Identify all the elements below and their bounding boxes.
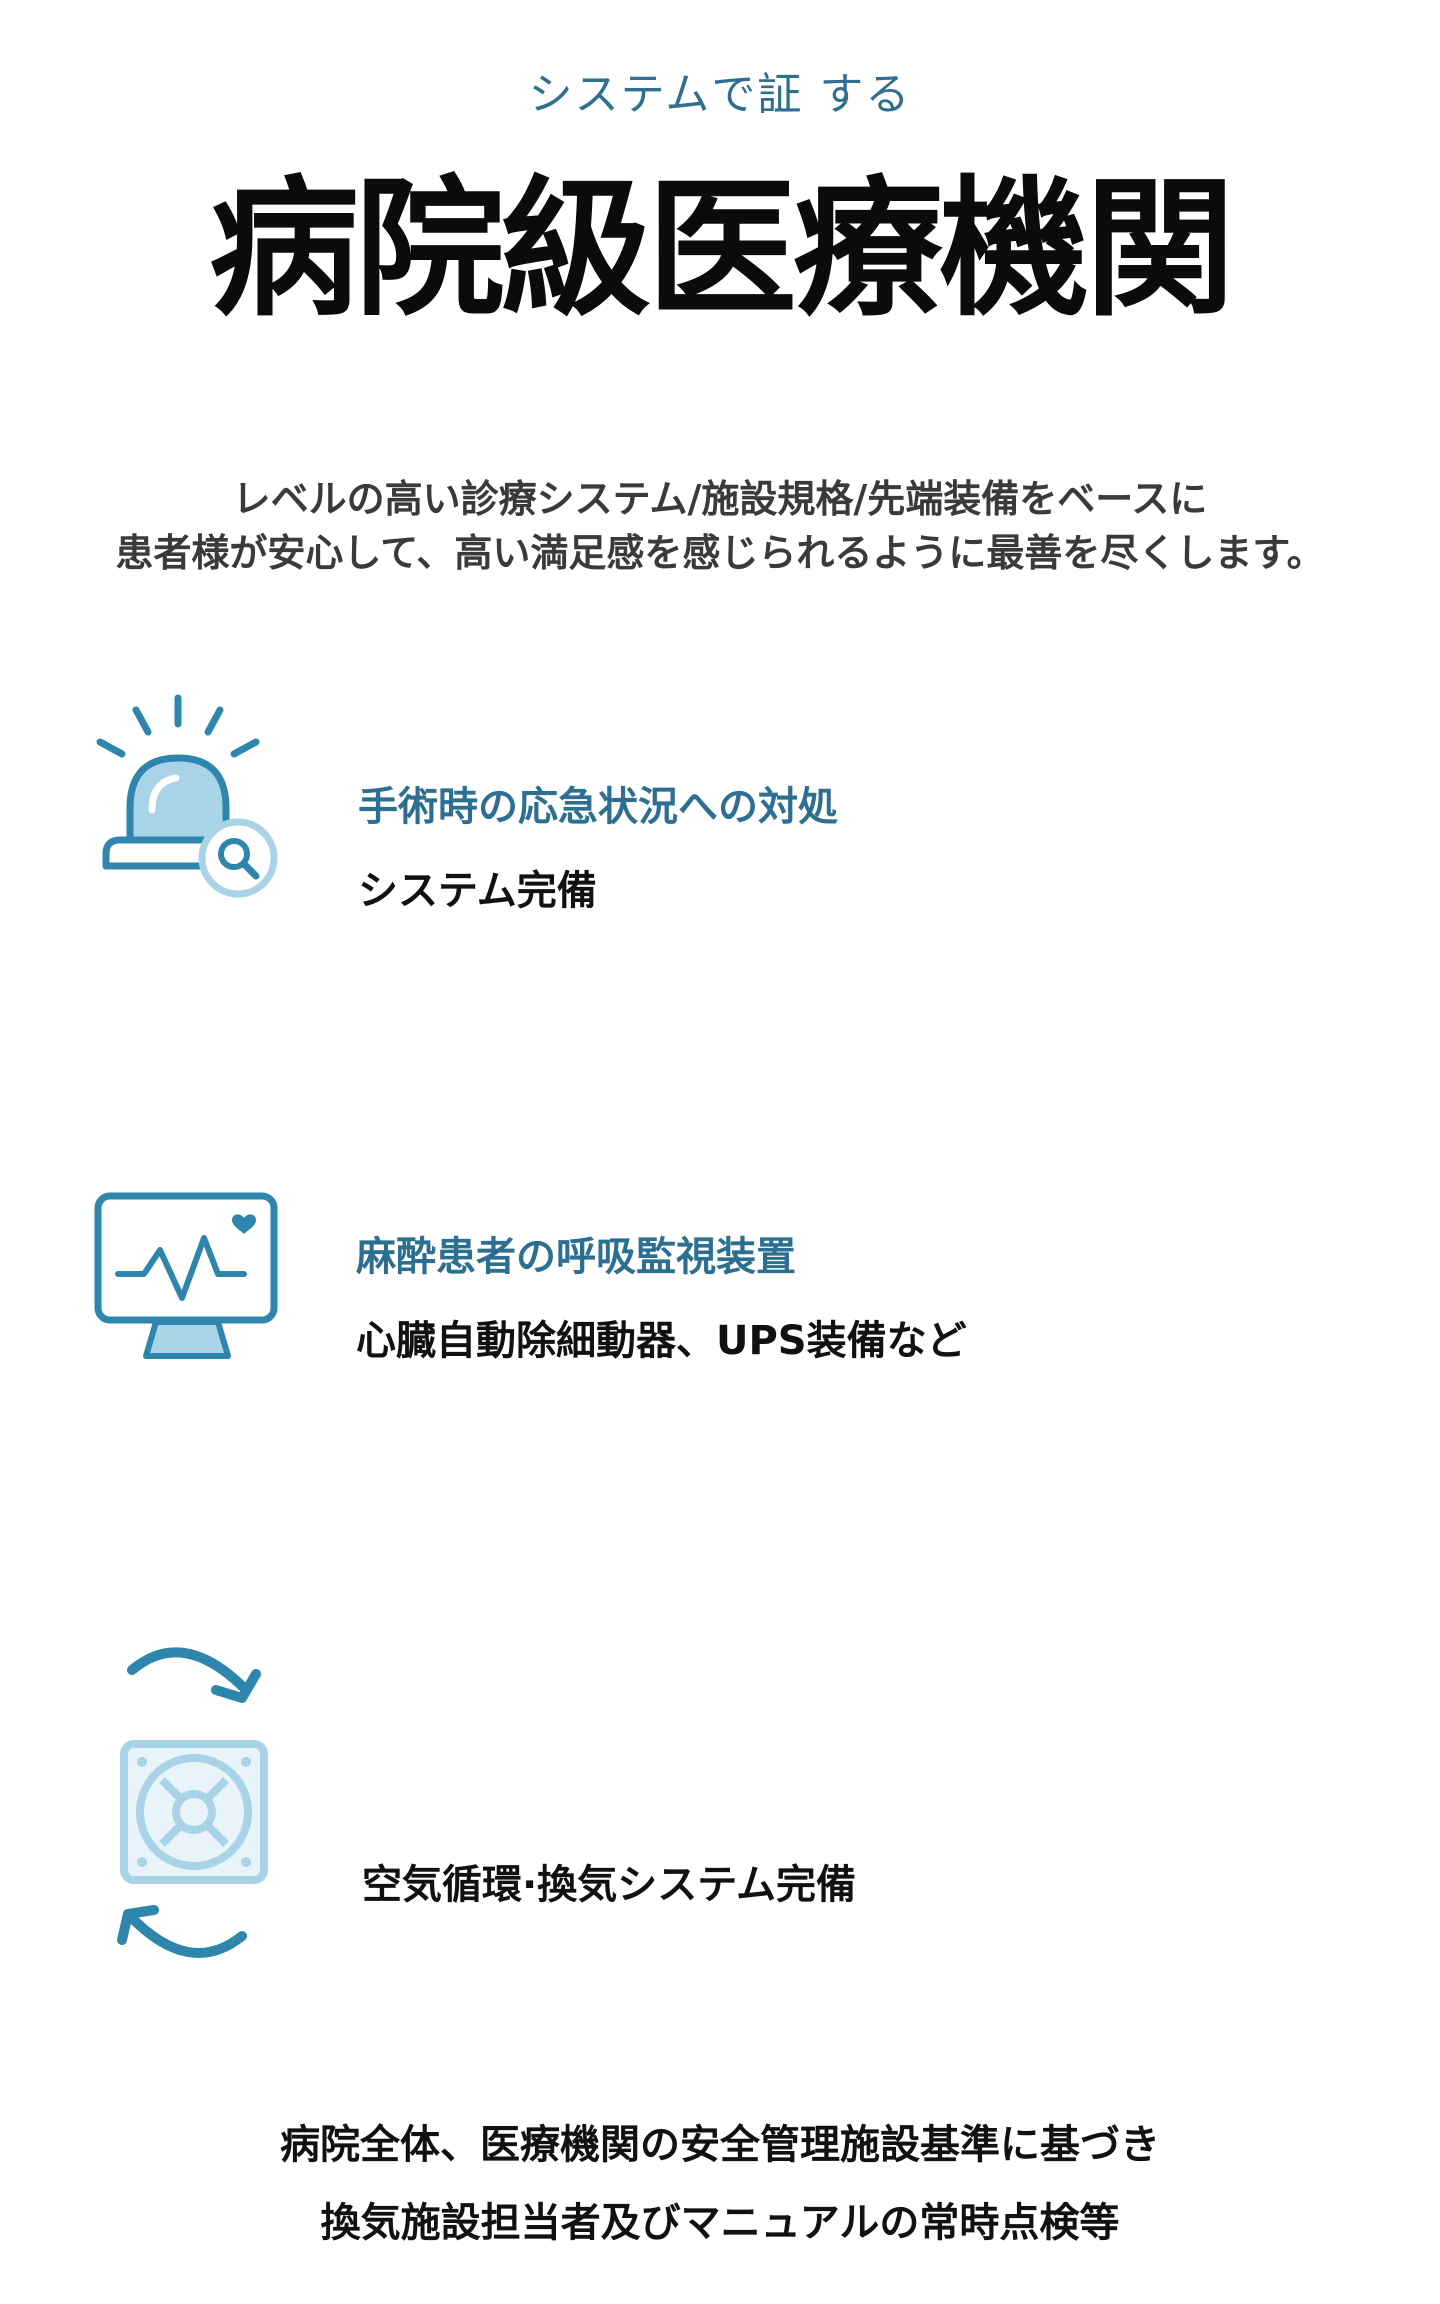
feature-emergency: 手術時の応急状況への対処 システム完備 bbox=[358, 774, 838, 916]
page-title: 病院級医療機関 bbox=[208, 163, 1235, 337]
closing-paragraph: 病院全体、医療機関の安全管理施設基準に基づき 換気施設担当者及びマニュアルの常時… bbox=[0, 2106, 1440, 2262]
page-subtitle: システムで証 する bbox=[528, 69, 912, 120]
feature-description: 空気循環·換気システム完備 bbox=[362, 1862, 856, 1908]
closing-line-1: 病院全体、医療機関の安全管理施設基準に基づき bbox=[280, 2122, 1160, 2168]
heart-monitor-icon bbox=[92, 1190, 282, 1362]
feature-description: 心臓自動除細動器、UPS装備など bbox=[356, 1318, 967, 1364]
closing-line-2: 換気施設担当者及びマニュアルの常時点検等 bbox=[320, 2200, 1120, 2246]
feature-ventilation: 空気循環·換気システム完備 bbox=[362, 1852, 856, 1910]
feature-heading: 手術時の応急状況への対処 bbox=[358, 784, 838, 830]
ventilation-fan-icon bbox=[112, 1640, 272, 1980]
intro-paragraph: レベルの高い診療システム/施設規格/先端装備をベースに 患者様が安心して、高い満… bbox=[20, 472, 1420, 580]
intro-line-1: レベルの高い診療システム/施設規格/先端装備をベースに bbox=[232, 477, 1208, 521]
feature-heading: 麻酔患者の呼吸監視装置 bbox=[356, 1234, 796, 1280]
feature-description: システム完備 bbox=[358, 868, 597, 914]
intro-line-2: 患者様が安心して、高い満足感を感じられるように最善を尽くします。 bbox=[115, 531, 1325, 575]
alarm-siren-search-icon bbox=[92, 690, 292, 910]
feature-anesthesia: 麻酔患者の呼吸監視装置 心臓自動除細動器、UPS装備など bbox=[356, 1224, 967, 1366]
